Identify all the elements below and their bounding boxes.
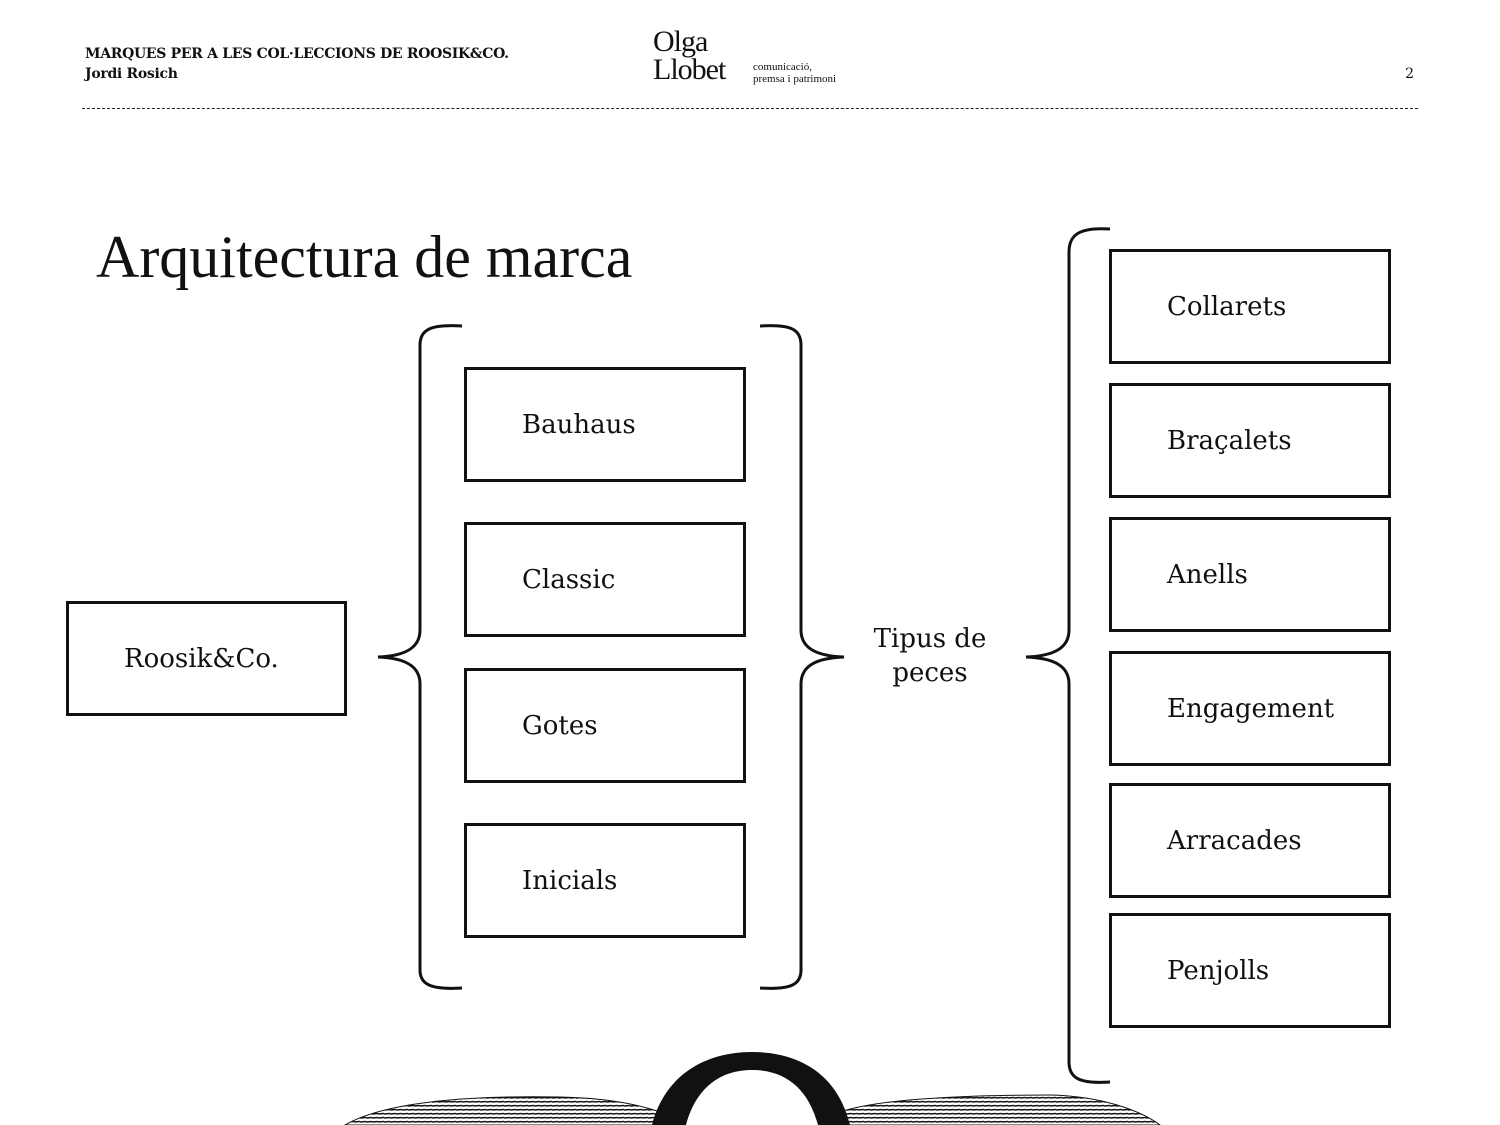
piece-type-box-collarets: Collarets [1109,249,1391,364]
header-divider [82,108,1418,109]
piece-type-box-arracades: Arracades [1109,783,1391,898]
author-name: Jordi Rosich [85,66,178,82]
piece-type-label: Collarets [1167,291,1287,322]
piece-type-box-engagement: Engagement [1109,651,1391,766]
piece-types-label-line1: Tipus de [873,624,987,654]
collection-label: Gotes [522,710,598,741]
collection-label: Bauhaus [522,409,636,440]
piece-type-box-penjolls: Penjolls [1109,913,1391,1028]
piece-types-label: Tipus de peces [860,622,1000,690]
engraving-center-ring [652,1052,850,1125]
company-logo: Olga Llobet comunicació, premsa i patrim… [650,26,850,92]
piece-type-label: Engagement [1167,693,1335,724]
document-title: MARQUES PER A LES COL·LECCIONS DE ROOSIK… [85,46,509,62]
collection-box-inicials: Inicials [464,823,746,938]
page-number: 2 [1405,66,1414,82]
page-title: Arquitectura de marca [96,224,633,290]
piece-type-box-anells: Anells [1109,517,1391,632]
collection-box-bauhaus: Bauhaus [464,367,746,482]
engraving-right-wing [839,1094,1161,1125]
collections-open-brace [377,324,463,990]
piece-type-label: Arracades [1167,825,1302,856]
logo-word-second: Llobet [653,53,726,86]
logo-word-first: Olga [653,25,708,58]
collection-box-gotes: Gotes [464,668,746,783]
collections-close-brace [759,324,845,990]
engraving-left-wing [343,1096,661,1125]
collection-label: Inicials [522,865,618,896]
collection-box-classic: Classic [464,522,746,637]
collection-label: Classic [522,564,616,595]
piece-type-label: Anells [1167,559,1248,590]
logo-tagline-line1: comunicació, [753,61,812,73]
logo-tagline-line2: premsa i patrimoni [753,73,837,85]
piece-type-label: Penjolls [1167,955,1270,986]
decorative-engraving [343,1052,1161,1125]
piece-types-open-brace [1025,227,1111,1084]
piece-types-label-line2: peces [892,658,968,688]
piece-type-box-bracalets: Braçalets [1109,383,1391,498]
root-brand-label: Roosik&Co. [124,643,279,674]
piece-type-label: Braçalets [1167,425,1292,456]
root-brand-box: Roosik&Co. [66,601,347,716]
